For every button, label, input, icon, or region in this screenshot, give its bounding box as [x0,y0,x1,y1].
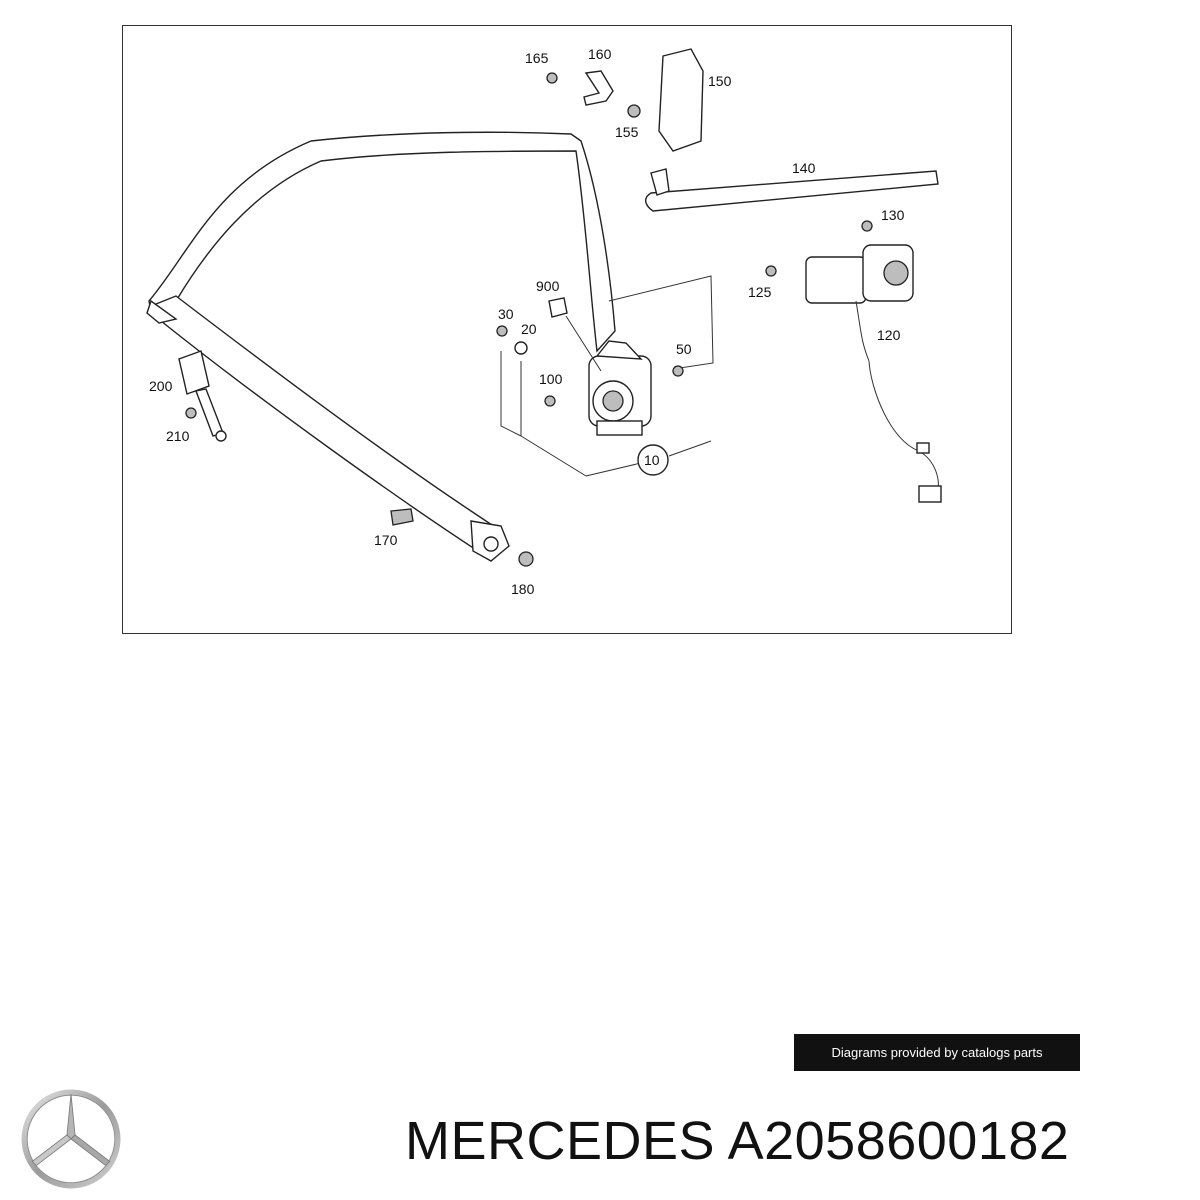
sensor-900-drawing [548,297,568,318]
callout-10: 10 [644,452,660,468]
buckle-200-drawing [178,350,227,442]
callout-170: 170 [374,532,398,548]
callout-10-circle [637,444,669,476]
brand-name: MERCEDES [405,1111,716,1171]
callout-165: 165 [525,50,549,66]
part-number-title: MERCEDES A2058600182 [405,1106,1195,1176]
callout-120: 120 [877,327,901,343]
mercedes-star-icon [21,1089,121,1189]
credit-badge: Diagrams provided by catalogs parts [794,1034,1080,1071]
callout-130: 130 [881,207,905,223]
motor-120-drawing [805,244,942,503]
callout-210: 210 [166,428,190,444]
callout-155: 155 [615,124,639,140]
callout-125: 125 [748,284,772,300]
callout-140: 140 [792,160,816,176]
rail-140-drawing [644,170,939,212]
callout-20: 20 [521,321,537,337]
bracket-160-drawing [583,70,614,106]
plate-150-drawing [658,48,704,152]
callout-10-leaders [500,275,714,477]
belt-retractor-drawing [565,315,652,436]
seat-belt-diagram: 165 160 150 155 140 130 125 120 900 30 2… [146,46,942,597]
callout-200: 200 [149,378,173,394]
callout-180: 180 [511,581,535,597]
part-number: A2058600182 [727,1111,1070,1171]
callout-150: 150 [708,73,732,89]
callout-30: 30 [498,306,514,322]
fasteners-drawing [185,72,873,567]
callout-900: 900 [536,278,560,294]
callout-160: 160 [588,46,612,62]
belt-webbing-drawing [146,131,616,562]
diagram-panel: 165 160 150 155 140 130 125 120 900 30 2… [122,25,1012,634]
callout-100: 100 [539,371,563,387]
callout-50: 50 [676,341,692,357]
